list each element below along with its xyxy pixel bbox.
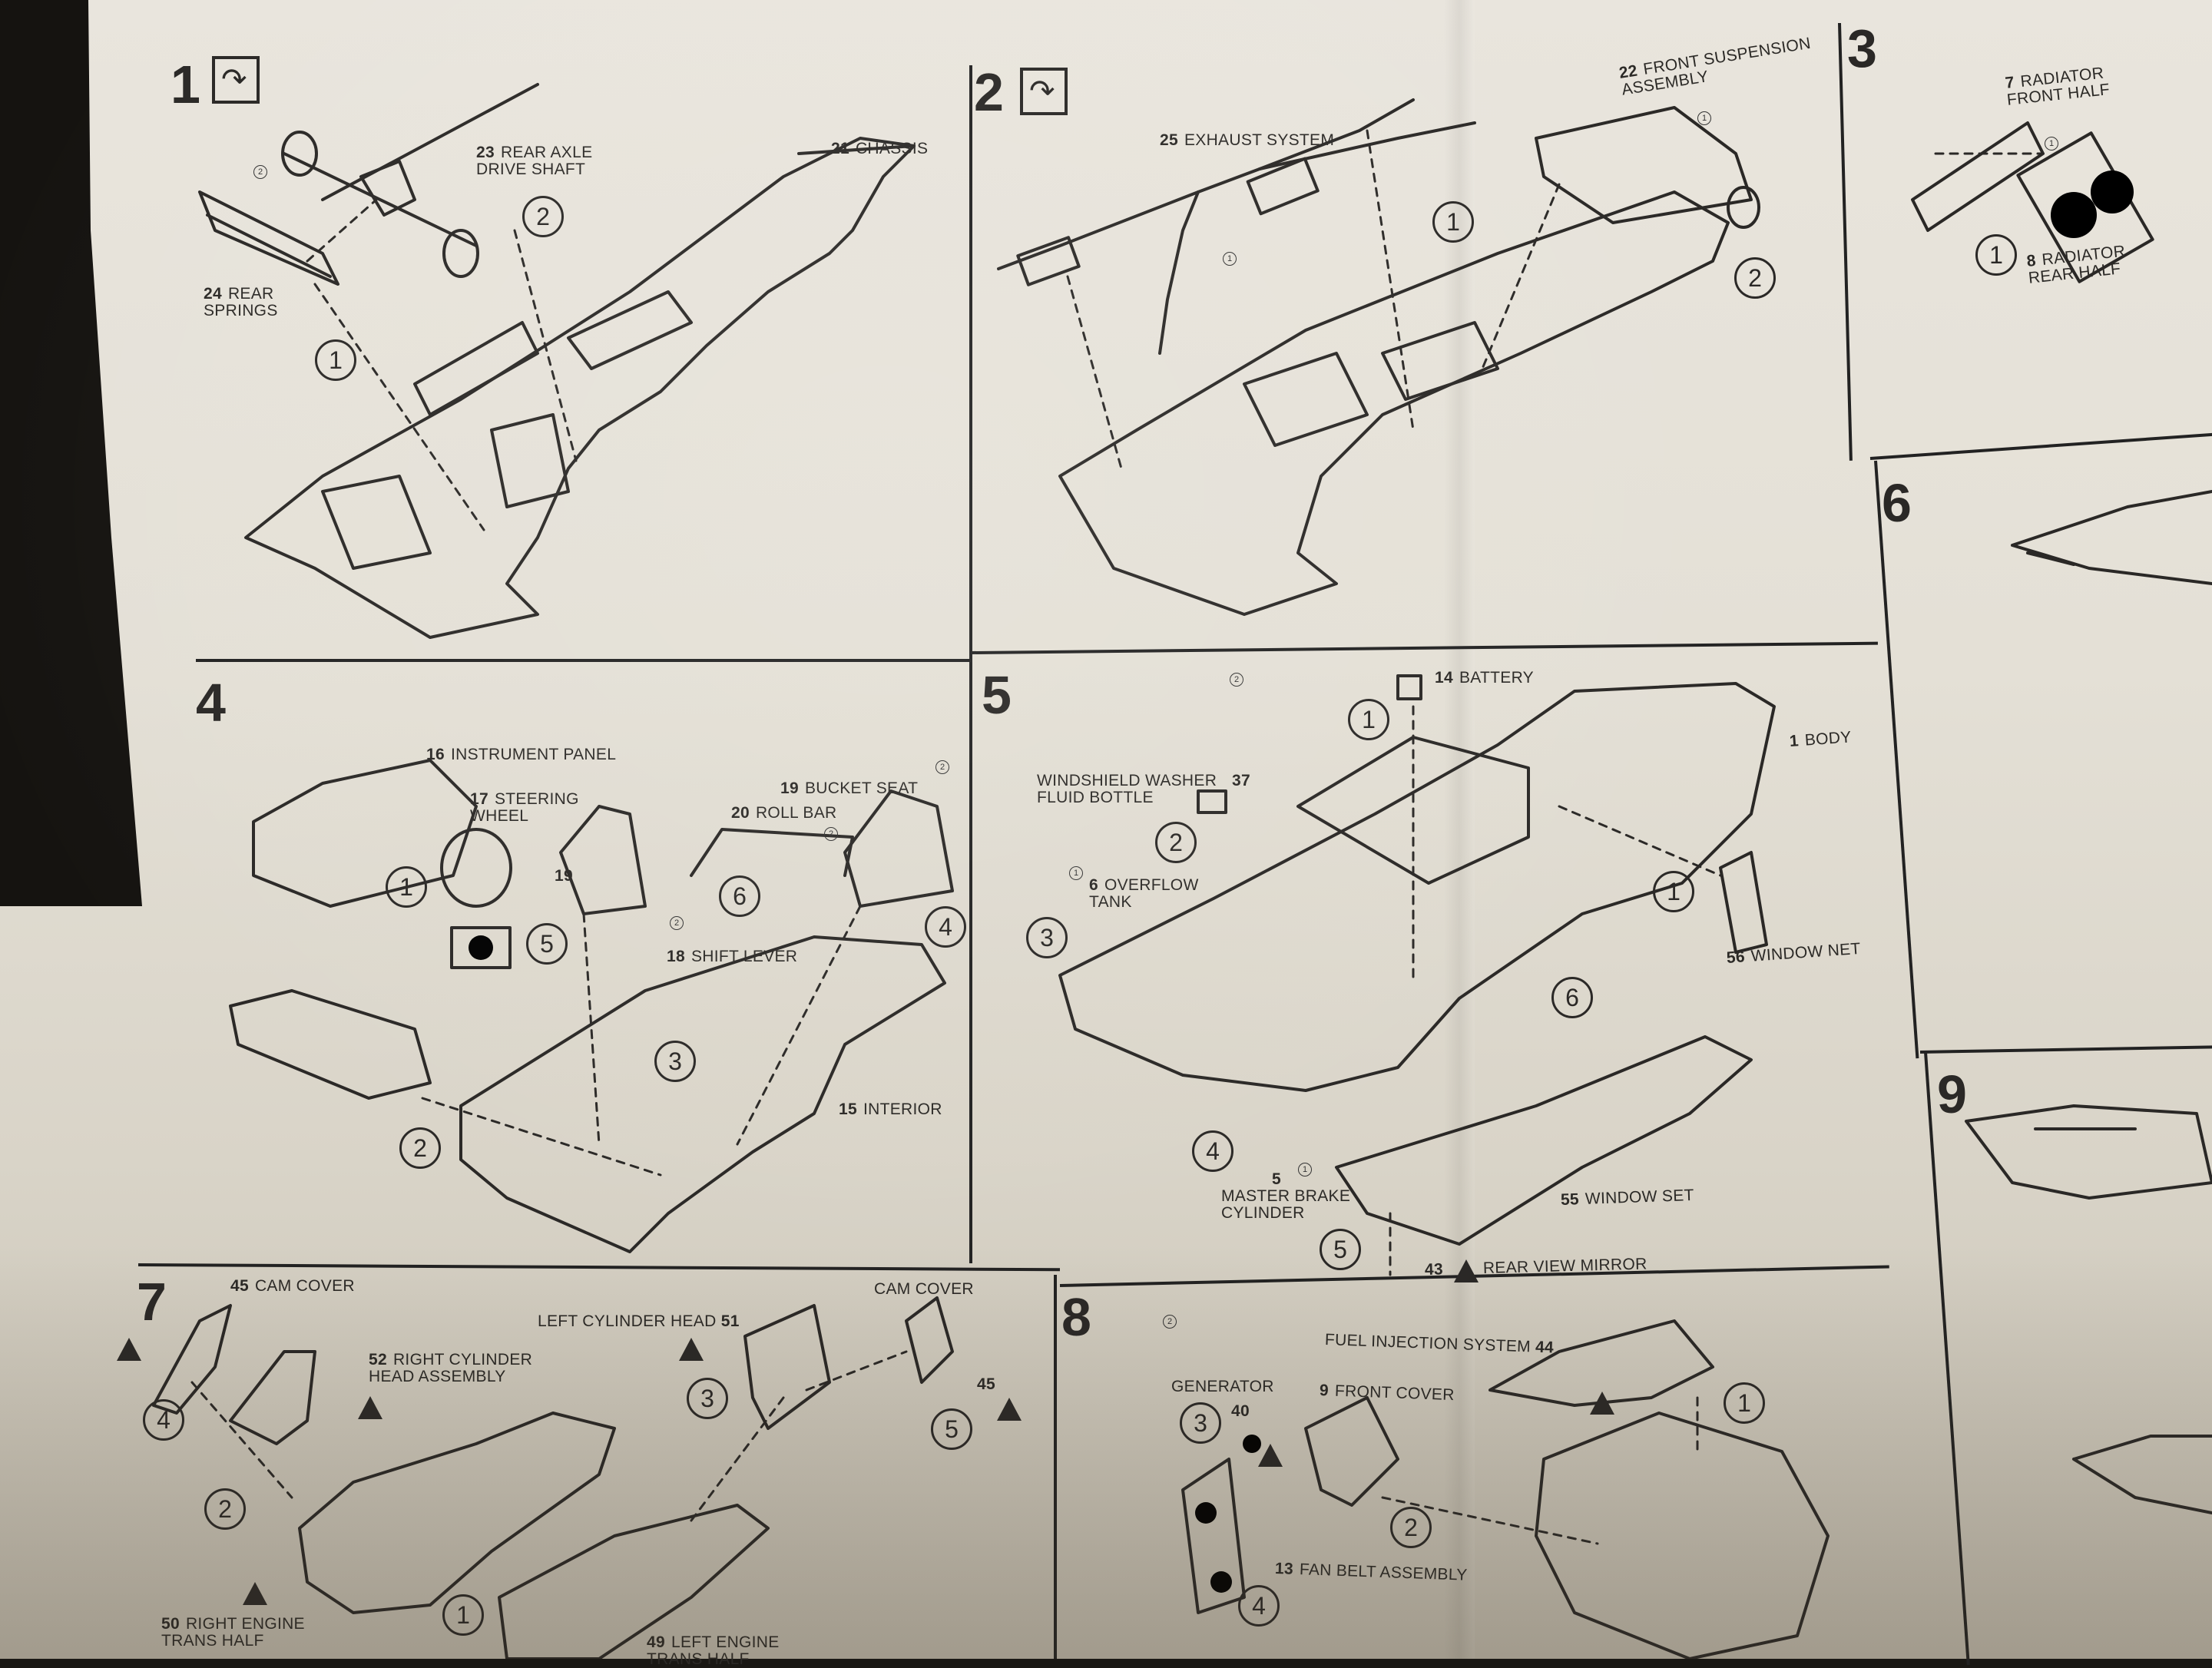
order-mark: 2 (204, 1488, 246, 1530)
order-mark: 6 (719, 875, 760, 917)
paint-triangle-icon (1590, 1392, 1614, 1415)
paint-triangle-icon (243, 1582, 267, 1605)
part-label: LEFT CYLINDER HEAD 51 (538, 1312, 740, 1330)
order-mark: 3 (654, 1041, 696, 1082)
step-number-5: 5 (982, 665, 1012, 725)
order-mark: 1 (1653, 871, 1694, 912)
paper-fold (1444, 0, 1475, 1659)
order-mark: 5 (526, 923, 568, 965)
order-mark: 2 (1390, 1507, 1432, 1548)
minor-mark: 2 (935, 760, 949, 774)
order-mark: 1 (1724, 1382, 1765, 1424)
step-number-9: 9 (1937, 1064, 1967, 1124)
step-number-4: 4 (196, 673, 226, 733)
order-mark: 4 (143, 1399, 184, 1441)
order-mark: 4 (1238, 1585, 1280, 1627)
paint-triangle-icon (1454, 1259, 1479, 1282)
paint-triangle-icon (358, 1396, 382, 1419)
minor-mark: 1 (1697, 111, 1711, 125)
step-number-7: 7 (137, 1272, 167, 1332)
minor-mark: 2 (824, 827, 838, 841)
order-mark: 1 (1348, 699, 1389, 740)
minor-mark: 2 (1230, 673, 1243, 687)
step-number-6: 6 (1882, 473, 1912, 533)
order-mark: 4 (925, 906, 966, 948)
paint-triangle-icon (997, 1398, 1022, 1421)
minor-mark: 2 (1163, 1315, 1177, 1329)
order-mark: 2 (1734, 257, 1776, 299)
order-mark: 1 (442, 1594, 484, 1636)
flip-over-icon: ↷ (1020, 68, 1068, 115)
order-mark: 3 (1026, 917, 1068, 958)
order-mark: 1 (315, 339, 356, 381)
minor-mark: 1 (2045, 137, 2058, 151)
flip-over-icon: ↷ (212, 56, 260, 104)
order-mark: 3 (1180, 1402, 1221, 1444)
order-mark: 2 (399, 1127, 441, 1169)
order-mark: 1 (386, 866, 427, 908)
order-mark: 6 (1551, 977, 1593, 1018)
part-label: 19 (555, 867, 573, 885)
divider-v-7-8 (1054, 1275, 1057, 1659)
order-mark: 5 (1320, 1229, 1361, 1270)
minor-mark: 1 (1298, 1163, 1312, 1177)
minor-mark: 1 (1069, 866, 1083, 880)
order-mark: 4 (1192, 1130, 1233, 1172)
step-number-8: 8 (1061, 1287, 1091, 1347)
order-mark: 5 (931, 1408, 972, 1450)
divider-h-top-left (196, 659, 972, 662)
step-number-1: 1 (171, 55, 200, 114)
minor-mark: 1 (1223, 252, 1237, 266)
order-mark: 2 (522, 196, 564, 237)
paint-triangle-icon (679, 1338, 704, 1361)
paint-triangle-icon (1258, 1444, 1283, 1467)
paint-triangle-icon (117, 1338, 141, 1361)
step-number-3: 3 (1847, 18, 1877, 78)
order-mark: 1 (1432, 201, 1474, 243)
minor-mark: 2 (670, 916, 684, 930)
order-mark: 3 (687, 1378, 728, 1419)
order-mark: 1 (1975, 234, 2017, 276)
minor-mark: 2 (253, 165, 267, 179)
step-number-2: 2 (974, 62, 1004, 122)
divider-v-1-2 (969, 65, 972, 1263)
order-mark: 2 (1155, 822, 1197, 863)
